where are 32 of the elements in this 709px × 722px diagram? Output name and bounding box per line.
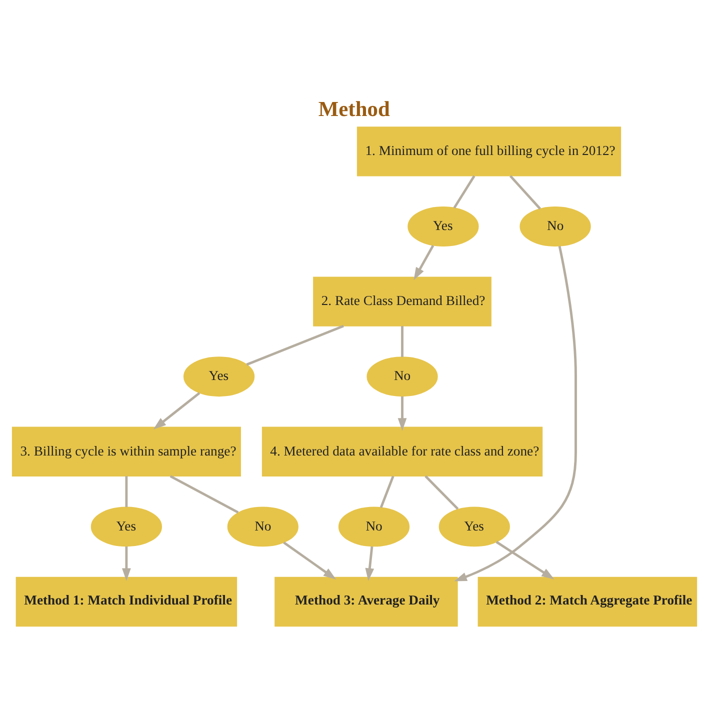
node-ellipse: Yes [438, 506, 510, 547]
arrow [414, 244, 434, 280]
node-box: Method 2: Match Aggregate Profile [478, 576, 698, 627]
node-box: Method 1: Match Individual Profile [16, 576, 238, 627]
connector [170, 475, 239, 514]
arrow [496, 540, 554, 580]
node-ellipse: Yes [90, 506, 162, 547]
diagram-title: Method [318, 96, 390, 121]
node-ellipse: Yes [408, 206, 479, 246]
arrow [153, 392, 200, 430]
connector [401, 326, 404, 357]
arrow [454, 246, 577, 582]
node-ellipse: Yes [183, 356, 255, 397]
node-ellipse: No [227, 506, 298, 547]
node-ellipse: No [338, 506, 410, 547]
node-box: 1. Minimum of one full billing cycle in 2012? [356, 126, 622, 176]
arrow [398, 396, 407, 431]
connector [453, 175, 476, 208]
node-ellipse: No [366, 356, 438, 397]
connector [509, 175, 541, 210]
arrow [122, 546, 131, 581]
node-box: 2. Rate Class Demand Billed? [313, 276, 492, 326]
connector [380, 476, 394, 508]
arrow [283, 541, 336, 580]
arrow [365, 546, 374, 581]
connector [424, 475, 459, 510]
node-ellipse: No [520, 206, 591, 246]
node-box: 3. Billing cycle is within sample range? [12, 426, 241, 476]
connector [125, 476, 128, 508]
node-box: Method 3: Average Daily [274, 576, 458, 627]
node-box: 4. Metered data available for rate class and zone? [262, 426, 543, 476]
connector [246, 324, 344, 366]
